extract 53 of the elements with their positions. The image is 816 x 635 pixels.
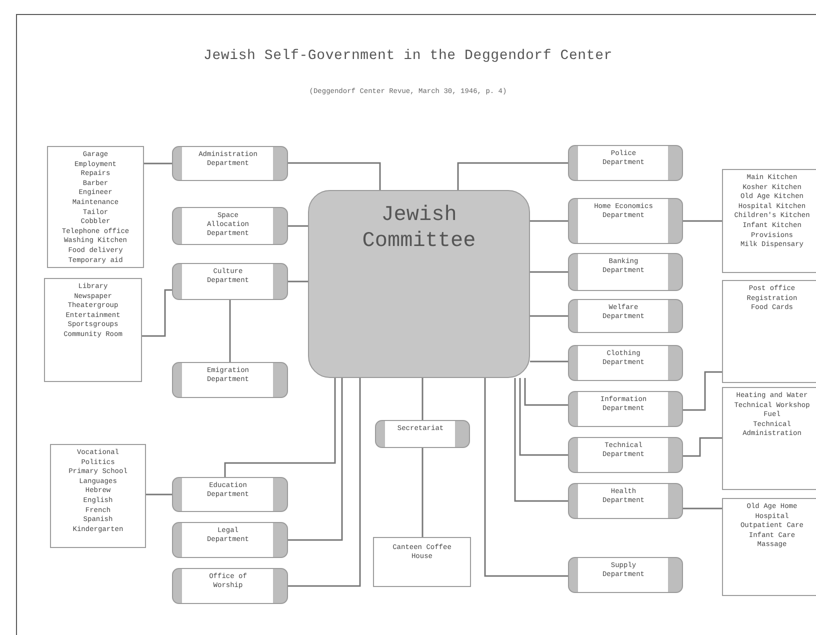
connector-line: [683, 508, 722, 510]
duties-list-box: [44, 278, 142, 382]
department-box: [172, 362, 288, 398]
connector-line: [530, 220, 568, 222]
duties-list-box: [50, 444, 146, 548]
connector-line: [288, 162, 381, 190]
department-box: [172, 263, 288, 300]
connector-line: [224, 378, 336, 477]
department-box: [172, 522, 288, 558]
connector-line: [514, 378, 568, 502]
connector-line: [146, 494, 172, 496]
connector-line: [288, 378, 343, 541]
department-box: [568, 198, 683, 244]
connector-line: [144, 162, 172, 164]
connector-line: [530, 315, 568, 317]
connector-line: [229, 300, 231, 362]
connector-line: [519, 378, 568, 456]
duties-list-box: [722, 387, 816, 490]
canteen-box: [373, 537, 471, 587]
connector-line: [524, 378, 568, 406]
department-box: [568, 483, 683, 519]
department-box: [568, 557, 683, 593]
connector-line: [683, 220, 722, 222]
connector-line: [530, 360, 568, 362]
connector-line: [484, 378, 568, 577]
department-box: [568, 299, 683, 333]
diagram-title: Jewish Self-Government in the Deggendorf Center: [202, 48, 614, 64]
connector-line: [142, 289, 172, 337]
duties-list-box: [722, 498, 816, 596]
department-box: [568, 253, 683, 291]
committee-box: [308, 190, 530, 378]
department-box: [172, 568, 288, 604]
department-box: [172, 146, 288, 181]
connector-line: [288, 378, 361, 587]
duties-list-box: [722, 169, 816, 273]
department-box: [568, 145, 683, 181]
connector-line: [288, 225, 308, 227]
department-box: [172, 477, 288, 512]
duties-list-box: [47, 146, 144, 268]
connector-line: [683, 371, 722, 411]
department-box: [375, 420, 470, 448]
connector-line: [422, 378, 424, 420]
connector-line: [457, 162, 568, 190]
committee-heading: Jewish Committee: [361, 203, 477, 255]
connector-line: [530, 271, 568, 273]
duties-list-box: [722, 280, 816, 383]
department-box: [172, 207, 288, 245]
department-box: [568, 391, 683, 427]
connector-line: [288, 280, 308, 282]
department-box: [568, 345, 683, 381]
department-box: [568, 437, 683, 473]
connector-line: [683, 437, 722, 457]
connector-line: [422, 448, 424, 537]
